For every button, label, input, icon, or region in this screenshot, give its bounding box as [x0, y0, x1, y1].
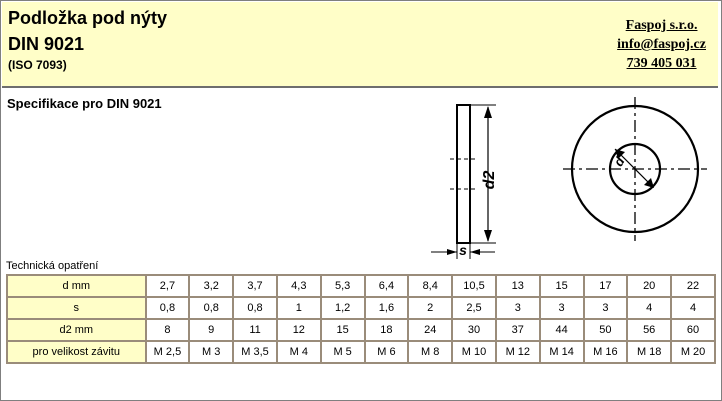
table-cell: M 8 [407, 340, 454, 364]
company-name: Faspoj s.r.o. [625, 18, 698, 33]
table-cell: 30 [451, 318, 497, 342]
table-cell: 2 [407, 296, 454, 320]
table-cell: M 2,5 [144, 340, 191, 364]
table-cell: M 5 [319, 340, 366, 364]
table-cell: M 16 [582, 340, 629, 364]
table-cell: M 12 [494, 340, 541, 364]
table-cell: 3 [582, 296, 629, 320]
table-cell: 3 [538, 296, 585, 320]
company-email[interactable]: info@faspoj.cz [617, 37, 706, 52]
table-cell: 9 [188, 318, 235, 342]
washer-front-view: d [563, 97, 707, 241]
table-cell: 3,2 [188, 274, 235, 298]
iso-reference: (ISO 7093) [8, 58, 67, 72]
header-banner: Podložka pod nýty DIN 9021 (ISO 7093) Fa… [2, 2, 718, 88]
standard-title: DIN 9021 [8, 34, 85, 54]
table-caption: Technická opatření [6, 260, 99, 272]
table-cell: 3 [494, 296, 541, 320]
table-cell: 12 [275, 318, 322, 342]
table-cell: 6,4 [363, 274, 410, 298]
table-cell: 11 [232, 318, 278, 342]
table-cell: 20 [626, 274, 673, 298]
table-cell: M 4 [275, 340, 322, 364]
row-header: pro velikost závitu [6, 340, 147, 364]
table-cell: 1,6 [363, 296, 410, 320]
table-cell: 56 [626, 318, 673, 342]
table-cell: 4 [626, 296, 673, 320]
table-cell: 22 [670, 274, 716, 298]
company-contact: Faspoj s.r.o. info@faspoj.cz 739 405 031 [617, 16, 706, 73]
row-header: d mm [6, 274, 147, 298]
table-cell: 18 [363, 318, 410, 342]
table-cell: 2,7 [144, 274, 191, 298]
row-header: s [6, 296, 147, 320]
table-cell: 15 [538, 274, 585, 298]
row-header: d2 mm [6, 318, 147, 342]
table-cell: 15 [319, 318, 366, 342]
table-cell: 24 [407, 318, 454, 342]
table-cell: M 3,5 [232, 340, 278, 364]
table-cell: 4 [670, 296, 716, 320]
table-cell: 5,3 [319, 274, 366, 298]
table-cell: 50 [582, 318, 629, 342]
product-title: Podložka pod nýty [8, 8, 168, 28]
table-cell: M 6 [363, 340, 410, 364]
table-cell: M 14 [538, 340, 585, 364]
table-cell: M 10 [451, 340, 497, 364]
table-cell: 10,5 [451, 274, 497, 298]
company-phone: 739 405 031 [626, 56, 697, 71]
table-cell: 37 [494, 318, 541, 342]
table-cell: 13 [494, 274, 541, 298]
table-cell: 44 [538, 318, 585, 342]
table-cell: 8,4 [407, 274, 454, 298]
table-cell: 1,2 [319, 296, 366, 320]
d2-label: d2 [481, 171, 498, 190]
table-cell: M 3 [188, 340, 235, 364]
spec-title: Specifikace pro DIN 9021 [7, 96, 162, 111]
table-cell: 2,5 [451, 296, 497, 320]
table-cell: 0,8 [232, 296, 278, 320]
table-cell: 3,7 [232, 274, 278, 298]
table-cell: M 20 [670, 340, 716, 364]
table-cell: 1 [275, 296, 322, 320]
table-cell: 60 [670, 318, 716, 342]
table-cell: 0,8 [144, 296, 191, 320]
table-cell: 4,3 [275, 274, 322, 298]
washer-drawing: d2 s d [431, 97, 707, 259]
table-cell: 17 [582, 274, 629, 298]
table-cell: 8 [144, 318, 191, 342]
s-label: s [459, 242, 467, 258]
washer-side-view: d2 s [431, 104, 498, 259]
table-cell: M 18 [626, 340, 673, 364]
table-cell: 0,8 [188, 296, 235, 320]
